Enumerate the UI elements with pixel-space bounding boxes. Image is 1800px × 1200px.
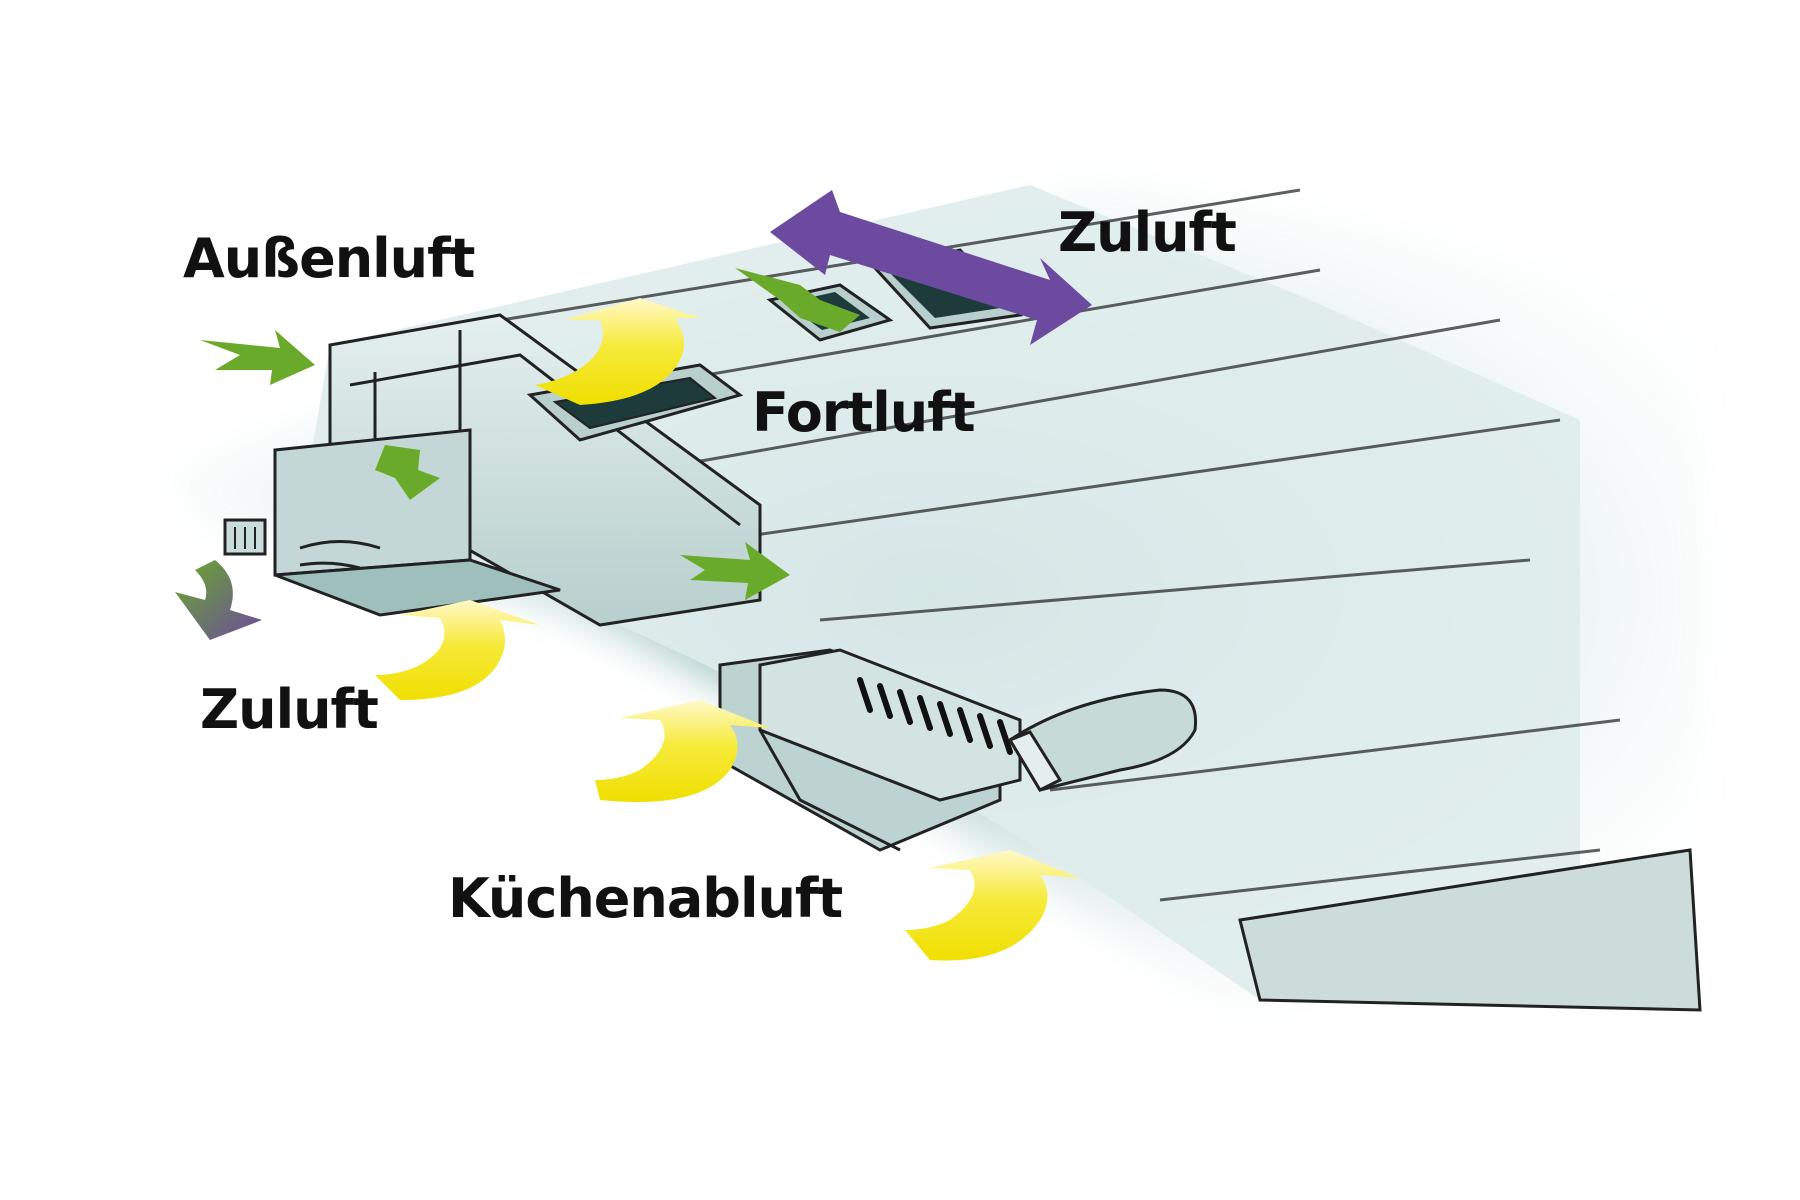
label-zuluft-top: Zuluft bbox=[1058, 201, 1237, 264]
outdoor-air-arrow-roof bbox=[735, 268, 860, 332]
supply-air-arrow-left bbox=[175, 560, 262, 640]
label-fortluft: Fortluft bbox=[752, 381, 976, 444]
exhaust-air-arrow-roof bbox=[535, 298, 700, 405]
exhaust-air-arrows bbox=[375, 298, 1080, 961]
outdoor-air-arrow-outlet bbox=[680, 542, 790, 600]
label-aussenluft: Außenluft bbox=[183, 227, 475, 290]
label-kuechenabluft: Küchenabluft bbox=[448, 867, 843, 930]
supply-air-arrow-double bbox=[770, 190, 1092, 345]
floor-edge bbox=[1238, 848, 1702, 1012]
supply-air-arrows bbox=[175, 190, 1092, 640]
outdoor-air-arrow-inlet bbox=[200, 330, 315, 385]
exhaust-air-arrow-left bbox=[375, 600, 540, 700]
exhaust-air-arrow-hood bbox=[595, 700, 770, 802]
exhaust-air-arrow-bottom bbox=[905, 850, 1080, 961]
kitchen-hood bbox=[718, 648, 1198, 852]
outdoor-air-arrow-inside bbox=[375, 445, 440, 500]
label-zuluft-left: Zuluft bbox=[200, 678, 379, 741]
duct-assembly bbox=[223, 313, 762, 627]
outdoor-air-arrows bbox=[200, 268, 860, 600]
